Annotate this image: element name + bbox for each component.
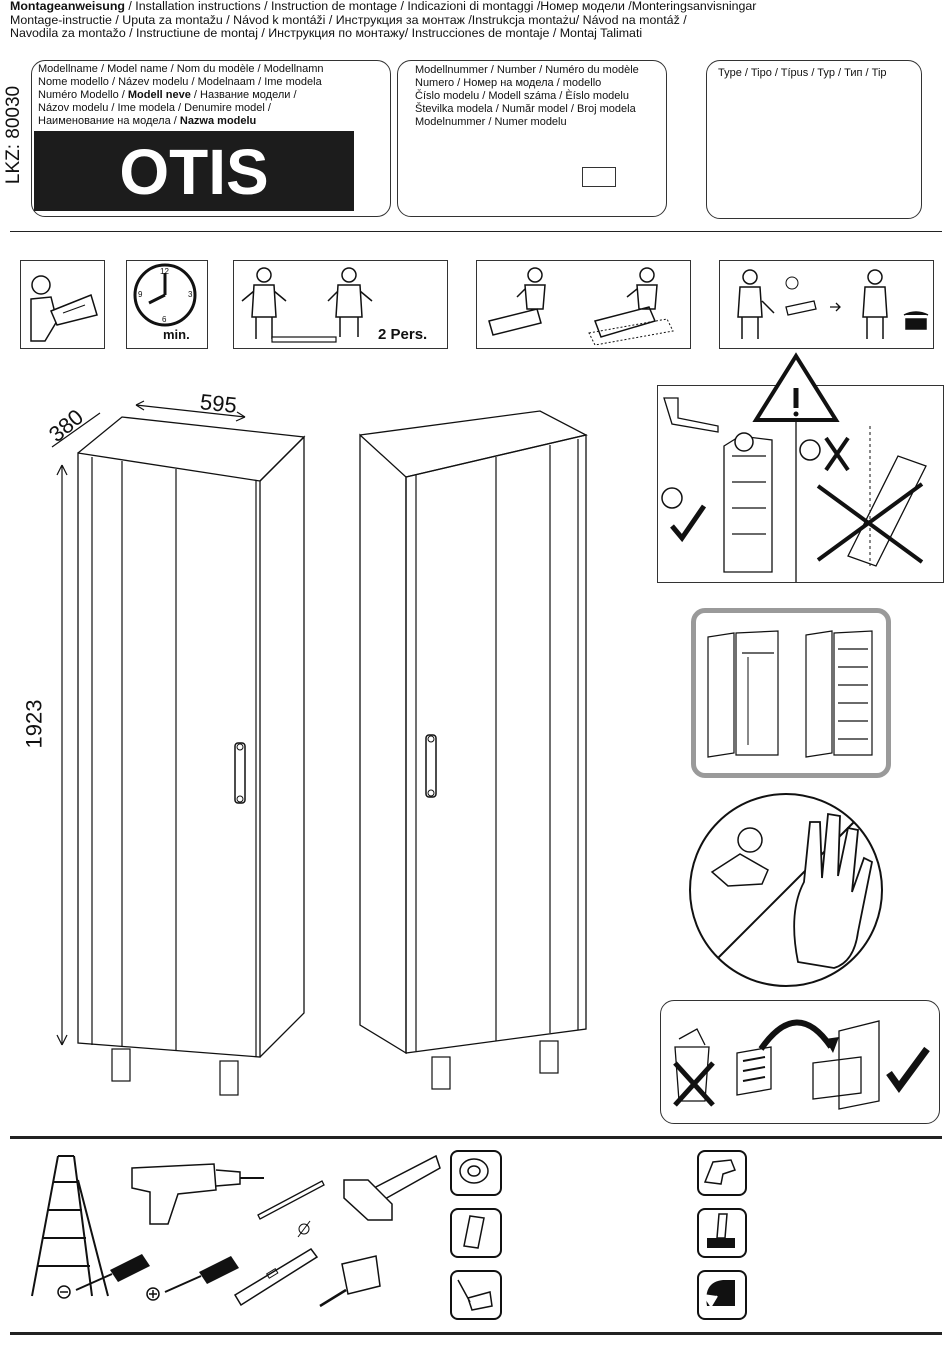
clock-number: 3 <box>188 290 193 299</box>
ladder-icon <box>22 1150 112 1300</box>
keep-instructions-icon <box>660 1000 940 1124</box>
minus-screwdriver-icon <box>56 1250 152 1305</box>
glove-icon <box>697 1150 747 1196</box>
mallet-icon <box>697 1208 747 1258</box>
model-name-panel: OTIS <box>34 131 354 211</box>
type-label: Type / Tipo / Típus / Typ / Тип / Tip <box>718 67 887 79</box>
model-label-line: Názov modelu / Ime modela / Denumire mod… <box>38 102 271 114</box>
divider <box>10 1332 942 1335</box>
number-label-line: Číslo modelu / Modell száma / Èíslo mode… <box>415 90 629 102</box>
dimension-width: 595 <box>198 389 238 418</box>
model-label-line: Modellname / Model name / Nom du modèle … <box>38 63 324 75</box>
number-label-line: Modellnummer / Number / Numéro du modèle <box>415 64 639 76</box>
cabinet-angled-view <box>350 405 600 1105</box>
call-support-icon <box>719 260 934 349</box>
clock-number: 12 <box>160 267 169 276</box>
model-number-box: Modellnummer / Number / Numéro du modèle… <box>397 60 667 217</box>
hammer-icon <box>340 1150 445 1225</box>
spirit-level-icon <box>233 1245 319 1310</box>
lkz-code: LKZ: 80030 <box>3 85 24 185</box>
model-label-part: Numéro Modello / <box>38 89 128 101</box>
tape-measure-icon <box>318 1250 383 1310</box>
wrap-icon <box>697 1270 747 1320</box>
plus-screwdriver-icon <box>145 1250 241 1305</box>
number-label-line: Številka modela / Număr model / Broj mod… <box>415 103 636 115</box>
two-persons-label: 2 Pers. <box>378 326 428 343</box>
instructions-header: Montageanweisung / Installation instruct… <box>10 0 945 41</box>
divider <box>10 1136 942 1139</box>
header-title-bold: Montageanweisung <box>10 0 125 13</box>
drill-bit-icon <box>254 1175 329 1240</box>
model-label-bold: Modell neve <box>127 89 191 101</box>
header-line1: / Installation instructions / Instructio… <box>124 0 757 13</box>
model-label-part: Наименование на модела / <box>38 115 180 127</box>
number-label-line: Modelnummer / Numer modelu <box>415 116 567 128</box>
header-line2: Montage-instructie / Uputa za montažu / … <box>10 12 687 27</box>
model-number-labels: Modellnummer / Number / Numéro du modèle… <box>415 64 665 129</box>
reading-instructions-icon <box>20 260 105 349</box>
clock-number: 6 <box>162 315 167 324</box>
wall-fixing-warning-icon <box>657 352 944 583</box>
tape-icon <box>450 1150 502 1196</box>
model-label-bold: Nazwa modelu <box>179 115 257 127</box>
model-label-part: / Название модели / <box>190 89 297 101</box>
two-persons-icon: 2 Pers. <box>233 260 448 349</box>
type-box: Type / Tipo / Típus / Typ / Тип / Tip <box>706 60 922 219</box>
model-number-field <box>582 167 616 187</box>
dimension-height: 1923 <box>21 699 47 749</box>
no-children-icon <box>688 792 884 988</box>
model-name-labels: Modellname / Model name / Nom du modèle … <box>38 63 378 128</box>
model-name-box: Modellname / Model name / Nom du modèle … <box>31 60 391 217</box>
number-label-line: Numero / Номер на модела / modello <box>415 77 602 89</box>
clock-min-label: min. <box>163 327 190 342</box>
divider <box>10 231 942 232</box>
clock-icon: 12 3 6 9 min. <box>126 260 208 349</box>
model-label-line: Nome modello / Název modelu / Modelnaam … <box>38 76 322 88</box>
clock-number: 9 <box>138 290 143 299</box>
cabinet-front-view: 595 380 1923 <box>20 385 350 1105</box>
glue-icon <box>450 1208 502 1258</box>
drill-icon <box>128 1160 268 1230</box>
dustpan-icon <box>450 1270 502 1320</box>
assemble-on-floor-icon <box>476 260 691 349</box>
door-side-icon <box>691 608 891 778</box>
header-line3: Navodila za montažo / Instructiune de mo… <box>10 26 643 41</box>
